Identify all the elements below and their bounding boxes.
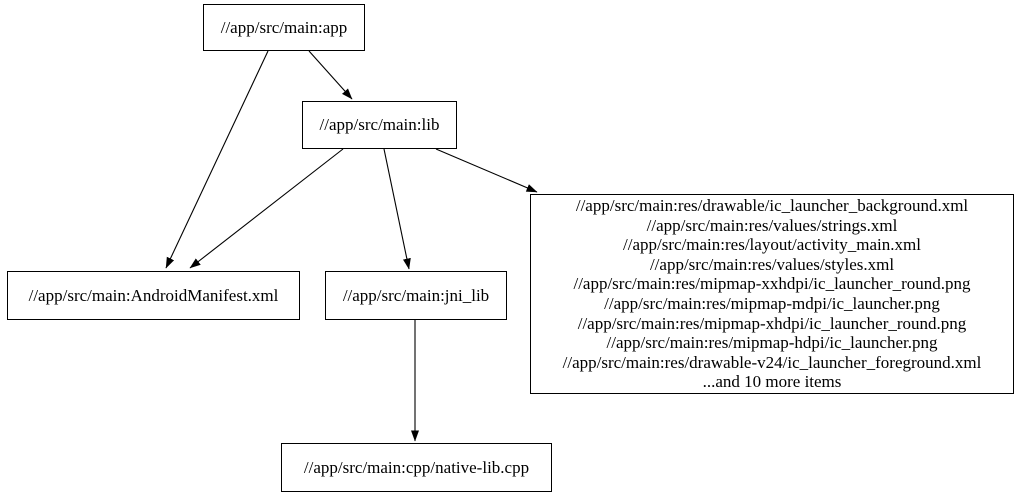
edge-lib-to-android-manifest [189,148,344,269]
edge-app-to-lib [308,50,353,100]
graph-node-jni-lib-label: //app/src/main:jni_lib [342,285,490,305]
resource-item: //app/src/main:res/layout/activity_main.… [623,235,921,255]
resource-item: //app/src/main:res/mipmap-mdpi/ic_launch… [604,294,940,313]
edge-lib-to-jni-lib [383,148,411,270]
graph-node-lib: //app/src/main:lib [302,101,457,149]
graph-node-native-lib-cpp-label: //app/src/main:cpp/native-lib.cpp [303,457,530,477]
graph-node-lib-label: //app/src/main:lib [319,115,440,135]
resource-more-items: ...and 10 more items [702,372,842,392]
resource-item: //app/src/main:res/drawable-v24/ic_launc… [562,352,982,372]
graph-node-android-manifest: //app/src/main:AndroidManifest.xml [7,271,300,320]
resource-item: //app/src/main:res/mipmap-xxhdpi/ic_laun… [573,274,971,294]
edge-app-to-android-manifest [165,50,269,269]
resource-item: //app/src/main:res/mipmap-hdpi/ic_launch… [606,333,938,353]
graph-node-resources: //app/src/main:res/drawable/ic_launcher_… [530,194,1014,394]
edge-lib-to-resources [435,148,538,193]
graph-node-native-lib-cpp: //app/src/main:cpp/native-lib.cpp [281,443,552,492]
resource-item: //app/src/main:res/values/styles.xml [649,254,895,274]
graph-node-app-label: //app/src/main:app [220,17,348,37]
graph-node-android-manifest-label: //app/src/main:AndroidManifest.xml [28,285,279,305]
resource-item: //app/src/main:res/mipmap-xhdpi/ic_launc… [577,313,967,333]
resource-item: //app/src/main:res/values/strings.xml [646,215,898,235]
graph-node-app: //app/src/main:app [203,4,365,51]
resource-item: //app/src/main:res/drawable/ic_launcher_… [575,196,969,216]
graph-node-jni-lib: //app/src/main:jni_lib [325,271,507,320]
